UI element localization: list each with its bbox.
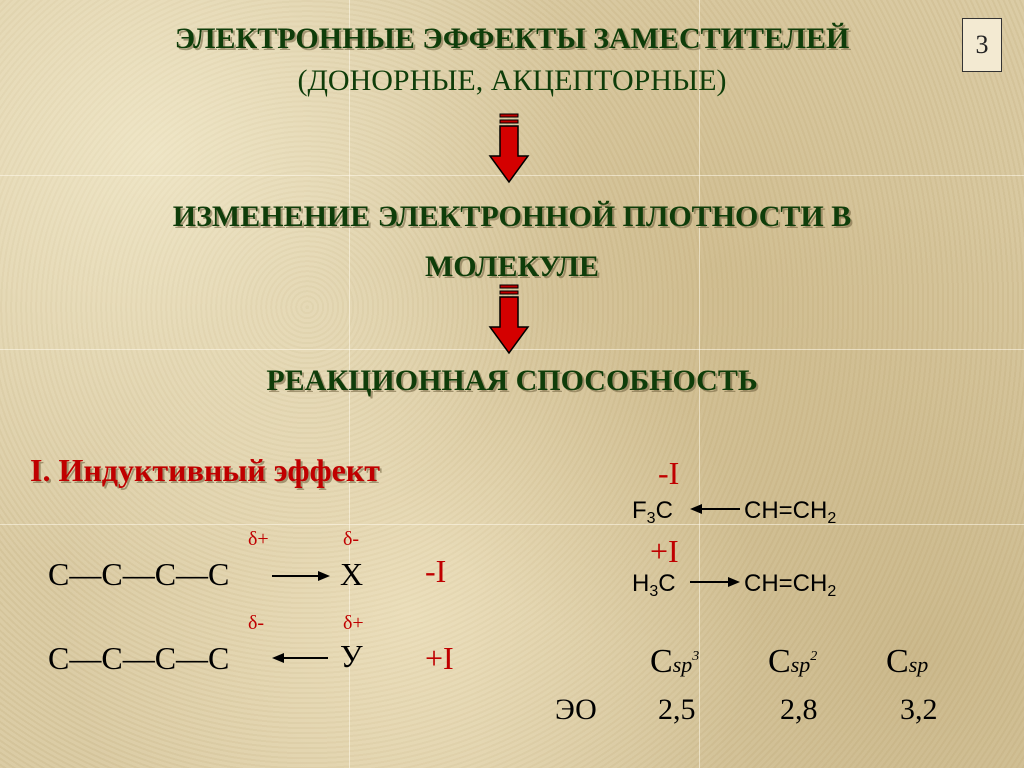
left-arrow-icon — [690, 504, 740, 514]
density-heading-line1: ИЗМЕНЕНИЕ ЭЛЕКТРОННОЙ ПЛОТНОСТИ В — [172, 200, 852, 233]
down-arrow-icon — [488, 284, 530, 355]
formula-h3c: H3C — [632, 570, 676, 600]
right-arrow-icon — [272, 571, 330, 581]
formula-vinyl: CH=CH2 — [744, 497, 837, 527]
formula-f3c: F3C — [632, 497, 673, 527]
carbon-chain: C—C—C—C — [48, 640, 230, 676]
inductive-effect-title: I. Индуктивный эффект — [30, 452, 380, 488]
down-arrow-icon — [488, 113, 530, 184]
hybridization-sp: Csp — [886, 643, 929, 680]
density-heading: ИЗМЕНЕНИЕ ЭЛЕКТРОННОЙ ПЛОТНОСТИ В МОЛЕКУ… — [0, 192, 1024, 292]
right-arrow-icon — [690, 577, 740, 587]
eo-label: ЭО — [555, 693, 597, 726]
formula-vinyl: CH=CH2 — [744, 570, 837, 600]
delta-label: δ- — [343, 528, 360, 550]
delta-label: δ- — [248, 612, 265, 634]
bg-grid-line — [699, 0, 700, 768]
eo-value: 2,8 — [780, 693, 818, 726]
effect-label: -I — [425, 553, 447, 589]
carbon-chain: C—C—C—C — [48, 556, 230, 592]
effect-label: +I — [425, 640, 454, 676]
bg-grid-line — [349, 0, 350, 768]
eo-value: 3,2 — [900, 693, 938, 726]
substituent-x: X — [340, 556, 364, 592]
slide-subtitle: (ДОНОРНЫЕ, АКЦЕПТОРНЫЕ) — [297, 64, 727, 97]
left-arrow-icon — [272, 653, 328, 663]
slide-number: 3 — [962, 18, 1002, 72]
effect-label: +I — [650, 533, 679, 569]
hybridization-sp2: Csp2 — [768, 643, 818, 680]
delta-label: δ+ — [248, 528, 269, 550]
slide-title: ЭЛЕКТРОННЫЕ ЭФФЕКТЫ ЗАМЕСТИТЕЛЕЙ — [174, 22, 850, 55]
effect-label: -I — [658, 455, 680, 491]
reactivity-heading: РЕАКЦИОННАЯ СПОСОБНОСТЬ — [266, 364, 758, 397]
substituent-y: У — [340, 638, 363, 674]
eo-value: 2,5 — [658, 693, 696, 726]
bg-grid-line — [0, 524, 1024, 525]
hybridization-sp3: Csp3 — [650, 643, 700, 680]
delta-label: δ+ — [343, 612, 364, 634]
density-heading-line2: МОЛЕКУЛЕ — [424, 250, 600, 283]
